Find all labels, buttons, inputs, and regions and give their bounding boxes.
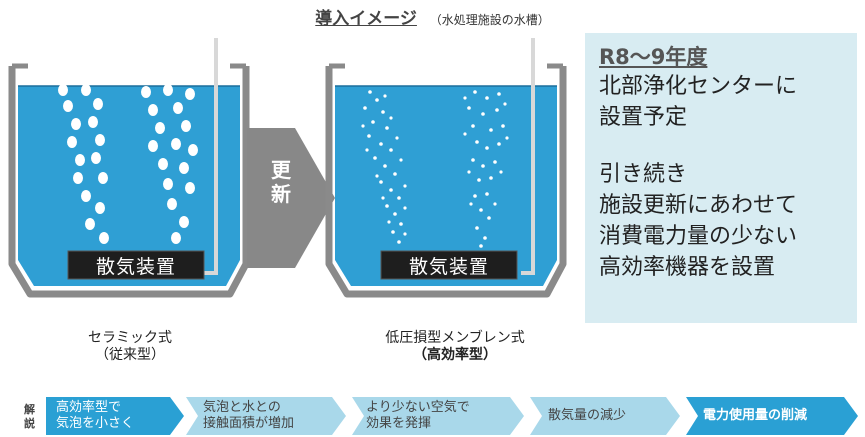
title-subtitle: （水処理施設の水槽） [429, 13, 550, 27]
tank-wall [325, 66, 567, 298]
arrow-label-line1: 更 [271, 158, 291, 182]
flow-step-1-text: 高効率型で 気泡を小さく [56, 400, 174, 432]
flow-step-2 [186, 397, 346, 435]
diffuser [380, 250, 518, 280]
caption-membrane-line1: 低圧損型メンブレン式 [385, 330, 525, 346]
diagram-title: 導入イメージ （水処理施設の水槽） [0, 4, 865, 29]
caption-ceramic: セラミック式 （従来型） [45, 330, 215, 364]
flow-step-4-line1: 散気量の減少 [548, 408, 627, 423]
flow-step-5-line1: 電力使用量の削減 [703, 408, 808, 423]
flow-step-3-line2: 効果を発揮 [366, 416, 432, 431]
update-arrow [247, 128, 335, 268]
fine-bubbles [361, 90, 509, 248]
flow-step-3-text: より少ない空気で 効果を発揮 [366, 400, 516, 432]
flow-step-5-text: 電力使用量の削減 [703, 408, 853, 424]
flow-step-1 [46, 397, 184, 435]
flow-step-4-text: 散気量の減少 [548, 408, 672, 424]
info-year: R8～9年度 [599, 45, 708, 69]
air-pipe [204, 38, 218, 275]
tank-membrane [325, 38, 567, 298]
flow-step-2-line1: 気泡と水との [203, 400, 281, 415]
info-line-b3: 消費電力量の少ない [599, 224, 798, 249]
caption-membrane: 低圧損型メンブレン式 （高効率型） [355, 330, 555, 364]
flow-step-1-line2: 気泡を小さく [56, 416, 135, 431]
title-main: 導入イメージ [315, 9, 417, 29]
info-line-a2: 設置予定 [599, 105, 688, 130]
flow-step-5 [686, 397, 858, 435]
caption-ceramic-line2: （従来型） [95, 347, 165, 363]
diffuser-label-right: 散気装置 [408, 256, 489, 278]
flow-label: 解 説 [24, 403, 42, 431]
caption-ceramic-line1: セラミック式 [88, 330, 172, 346]
flow-step-4 [530, 397, 680, 435]
water-body [18, 86, 240, 286]
air-pipe [521, 38, 535, 275]
flow-step-3 [352, 397, 524, 435]
flow-step-2-text: 気泡と水との 接触面積が増加 [203, 400, 343, 432]
info-line-b4: 高効率機器を設置 [599, 255, 776, 280]
caption-membrane-line2: （高効率型） [413, 347, 497, 363]
info-line-a1: 北部浄化センターに [599, 74, 798, 99]
flow-step-2-line2: 接触面積が増加 [203, 416, 295, 431]
info-line-b2: 施設更新にあわせて [599, 193, 798, 218]
update-arrow-label: 更 新 [256, 158, 306, 206]
explanation-flow: 解 説 高効率型で 気泡を小さく 気泡と水との 接触面積が増加 より少ない空気で… [0, 395, 865, 437]
tank-ceramic [8, 38, 250, 298]
air-gap [335, 66, 557, 86]
air-gap [18, 66, 240, 86]
flow-step-1-line1: 高効率型で [56, 400, 122, 415]
diffuser-label-left: 散気装置 [95, 256, 176, 278]
large-bubbles [58, 84, 198, 244]
info-box: R8～9年度 北部浄化センターに 設置予定 引き続き 施設更新にあわせて 消費電… [585, 33, 857, 323]
flow-label-line1: 解 [24, 403, 35, 416]
flow-label-line2: 説 [24, 417, 35, 430]
info-line-b1: 引き続き [599, 162, 688, 187]
arrow-label-line2: 新 [271, 182, 291, 206]
flow-step-3-line1: より少ない空気で [366, 400, 470, 415]
tank-wall [8, 66, 250, 298]
diffuser [67, 250, 205, 280]
water-body [335, 86, 557, 286]
